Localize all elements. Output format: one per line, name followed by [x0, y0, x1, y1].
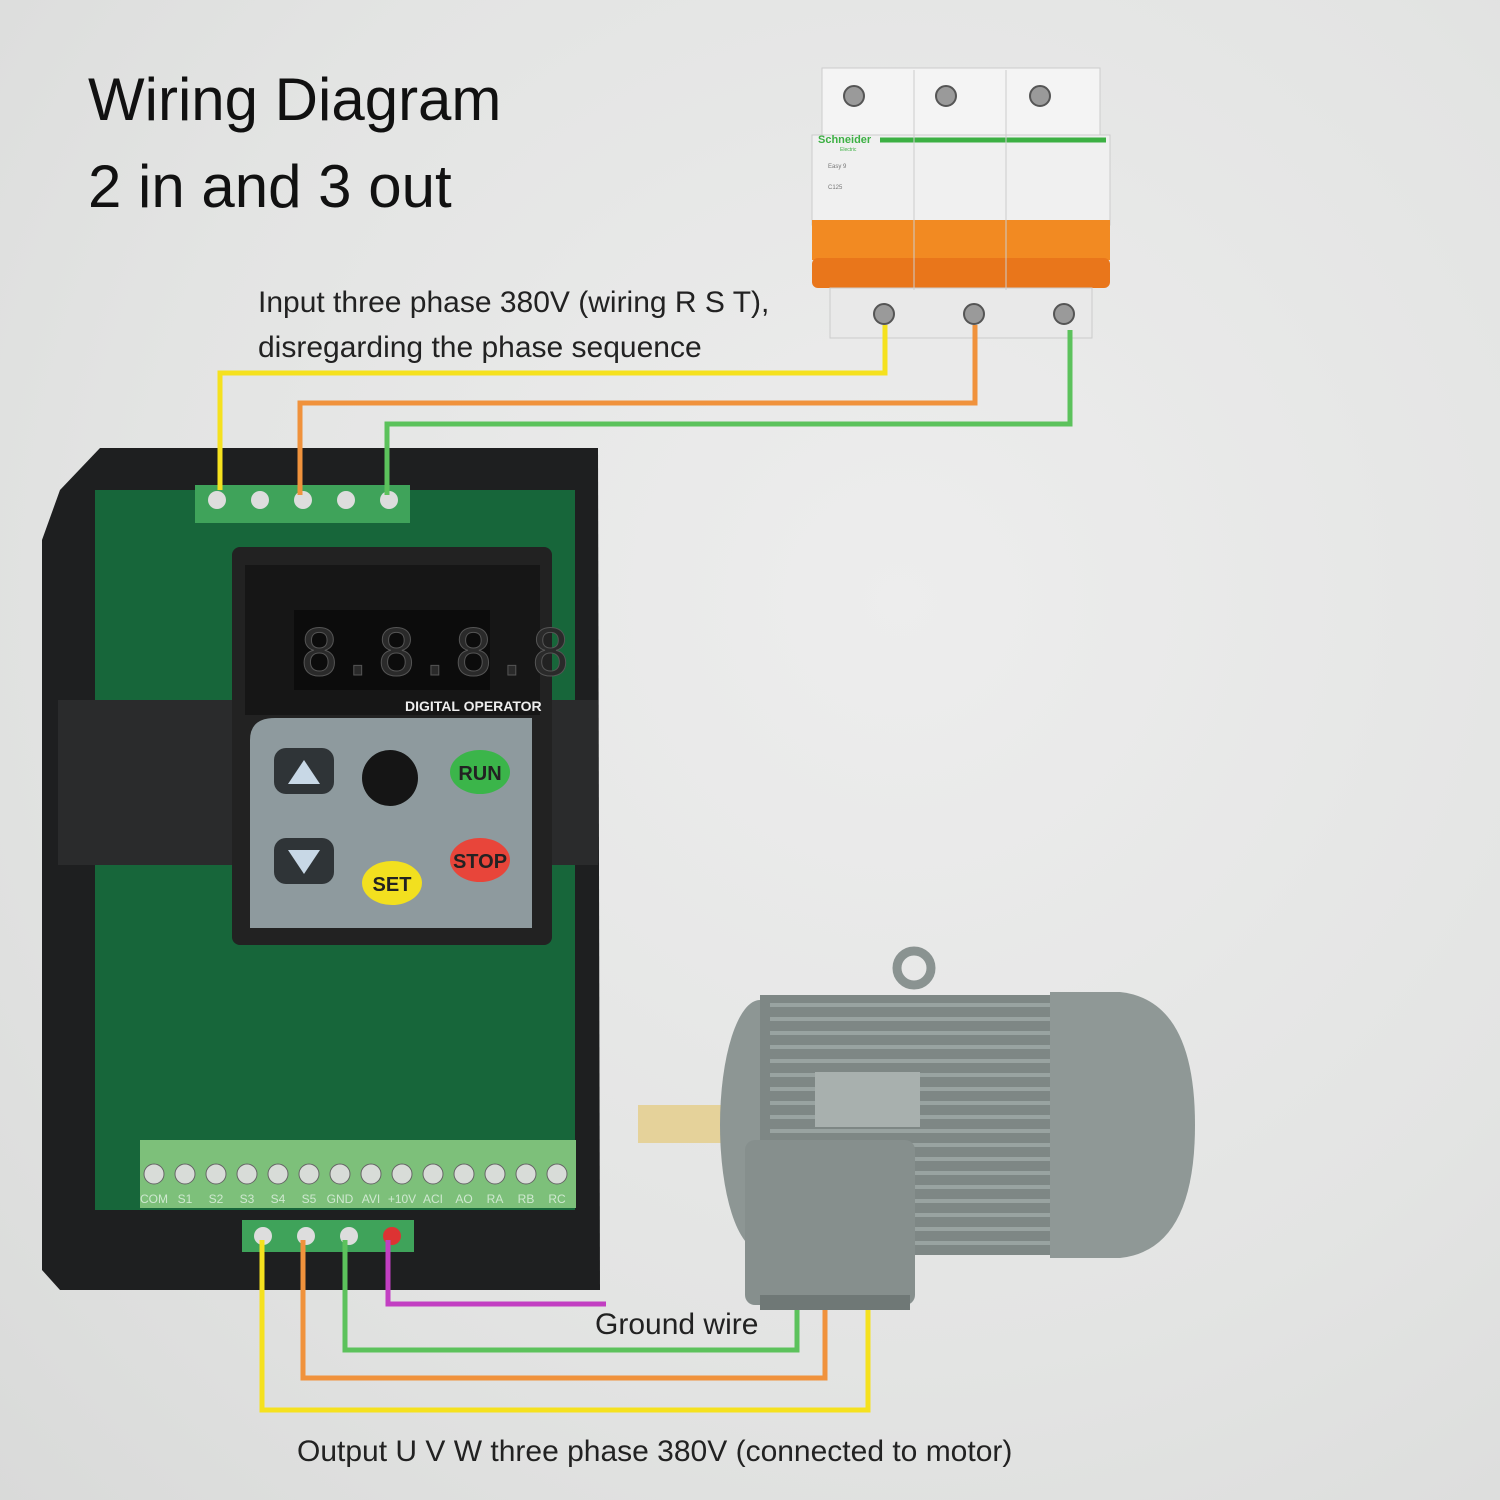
terminal-screw [484, 1163, 506, 1185]
terminal-label: S2 [209, 1192, 224, 1206]
run-button[interactable] [450, 750, 510, 794]
terminal-label: S4 [271, 1192, 286, 1206]
terminal-screw [515, 1163, 537, 1185]
wire-input-r [217, 325, 888, 490]
terminal-label: COM [140, 1192, 168, 1206]
set-button[interactable] [362, 861, 422, 905]
run-label: RUN [458, 763, 501, 785]
wire-output-w [342, 1240, 800, 1353]
output-label: Output U V W three phase 380V (connected… [297, 1435, 1013, 1468]
terminal-screw [453, 1163, 475, 1185]
stop-label: STOP [453, 851, 507, 873]
breaker-brand-sub: Electric [840, 147, 857, 153]
terminal-screw [267, 1163, 289, 1185]
terminal-screw [298, 1163, 320, 1185]
wire-output-v [300, 1240, 828, 1381]
title-line1: Wiring Diagram [88, 66, 502, 133]
wire-output-u [259, 1240, 871, 1413]
terminal-label: RA [487, 1192, 504, 1206]
terminal-label: ACI [423, 1192, 443, 1206]
title-line2: 2 in and 3 out [88, 153, 452, 220]
terminal-screw [360, 1163, 382, 1185]
wire-input-t [384, 330, 1073, 495]
terminal-screw [329, 1163, 351, 1185]
up-arrow-icon [288, 760, 320, 784]
down-arrow-icon [288, 850, 320, 874]
circuit-breaker: Schneider Electric Easy 9 C125 [811, 67, 1111, 339]
panel-label: DIGITAL OPERATOR [405, 698, 542, 714]
frequency-inverter: COM S1 S2 S3 S4 S5 GND AVI +10V ACI AO RA RB RC 8.8.8… [42, 448, 600, 1290]
terminal-label: AVI [362, 1192, 380, 1206]
terminal-screw [143, 1163, 165, 1185]
wire-ground [385, 1240, 606, 1307]
terminal-label: RC [548, 1192, 566, 1206]
potentiometer-knob[interactable] [362, 750, 418, 806]
terminal-label: RB [518, 1192, 535, 1206]
terminal-label: S5 [302, 1192, 317, 1206]
input-label-line1: Input three phase 380V (wiring R S T), [258, 286, 770, 319]
ground-wire-label: Ground wire [595, 1308, 759, 1341]
wire-input-s [297, 325, 978, 495]
breaker-brand: Schneider [818, 134, 872, 146]
terminal-screw [546, 1163, 568, 1185]
terminal-screw [422, 1163, 444, 1185]
terminal-label: S1 [178, 1192, 193, 1206]
terminal-screw [174, 1163, 196, 1185]
breaker-model: Easy 9 [828, 164, 847, 170]
seven-segment-display: 8.8.8.8 [300, 617, 570, 691]
input-label-line2: disregarding the phase sequence [258, 331, 702, 364]
set-label: SET [373, 874, 412, 896]
terminal-screw [205, 1163, 227, 1185]
terminal-screw [236, 1163, 258, 1185]
terminal-label: GND [327, 1192, 354, 1206]
stop-button[interactable] [450, 838, 510, 882]
wires [217, 325, 1073, 1413]
terminal-label: +10V [388, 1192, 416, 1206]
terminal-label: AO [455, 1192, 472, 1206]
terminal-screw [391, 1163, 413, 1185]
electric-motor [638, 946, 1195, 1310]
terminal-label: S3 [240, 1192, 255, 1206]
breaker-rating: C125 [828, 185, 843, 191]
